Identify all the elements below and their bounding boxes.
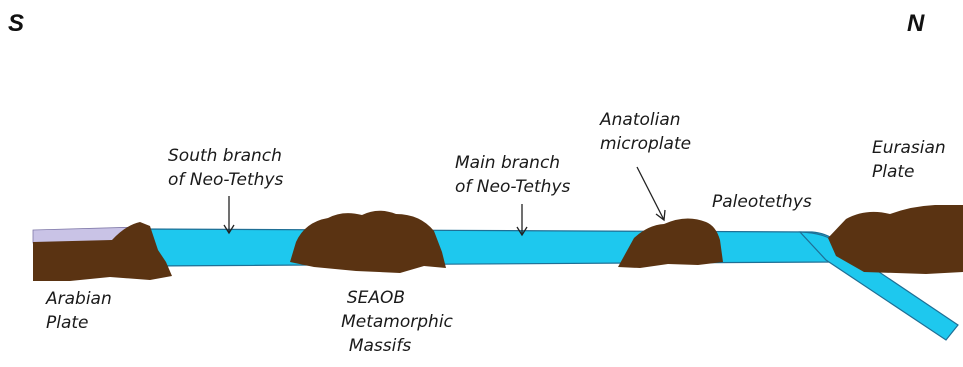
seaob-label-line2: Metamorphic	[318, 310, 468, 334]
arabian-label-line1: Arabian	[46, 287, 112, 311]
anatolian-label-line2: microplate	[600, 132, 691, 156]
eurasian-label-line2: Plate	[872, 160, 946, 184]
south-branch-arrow	[224, 196, 234, 233]
north-label: N	[907, 10, 924, 38]
paleotethys-label: Paleotethys	[712, 190, 812, 214]
eurasian-label: Eurasian Plate	[872, 136, 946, 184]
south-branch-label: South branch of Neo-Tethys	[168, 144, 283, 192]
south-branch-label-line1: South branch	[168, 144, 283, 168]
main-branch-label-line1: Main branch	[455, 151, 570, 175]
anatolian-microplate-block	[618, 218, 723, 268]
seaob-label: SEAOB Metamorphic Massifs	[318, 286, 468, 358]
anatolian-arrow	[637, 167, 665, 220]
main-branch-label-line2: of Neo-Tethys	[455, 175, 570, 199]
neo-tethys-ocean-strip	[140, 229, 836, 266]
anatolian-label: Anatolian microplate	[600, 108, 691, 156]
main-branch-label: Main branch of Neo-Tethys	[455, 151, 570, 199]
seaob-massif-block	[290, 211, 446, 273]
south-label: S	[8, 10, 24, 38]
eurasian-label-line1: Eurasian	[872, 136, 946, 160]
seaob-label-line1: SEAOB	[318, 286, 468, 310]
arabian-label: Arabian Plate	[46, 287, 112, 335]
south-branch-label-line2: of Neo-Tethys	[168, 168, 283, 192]
anatolian-label-line1: Anatolian	[600, 108, 691, 132]
arabian-label-line2: Plate	[46, 311, 112, 335]
seaob-label-line3: Massifs	[318, 334, 468, 358]
main-branch-arrow	[517, 204, 527, 235]
